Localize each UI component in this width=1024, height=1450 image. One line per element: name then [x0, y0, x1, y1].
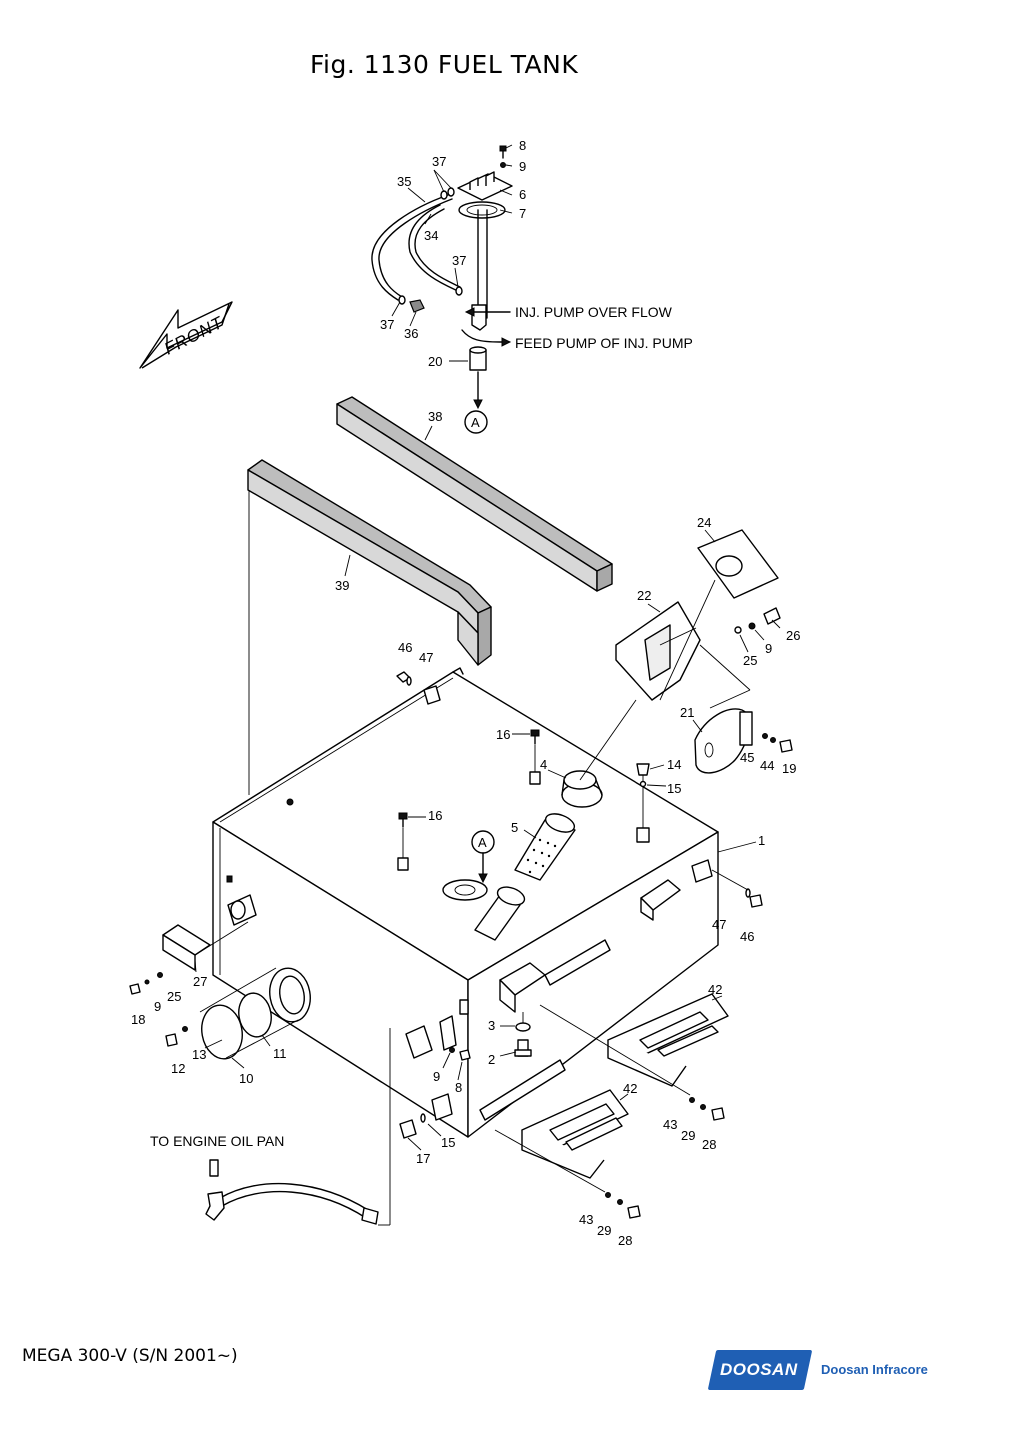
note-oil-pan: TO ENGINE OIL PAN — [150, 1133, 284, 1149]
callout-8: 8 — [455, 1080, 462, 1095]
callout-15: 15 — [667, 781, 681, 796]
callout-43: 43 — [579, 1212, 593, 1227]
callout-6: 6 — [519, 187, 526, 202]
callout-29: 29 — [597, 1223, 611, 1238]
callout-21: 21 — [680, 705, 694, 720]
step-bracket-upper — [499, 939, 729, 1121]
fuel-sender-unit — [457, 145, 513, 331]
callout-37: 37 — [452, 253, 466, 268]
callout-46: 46 — [740, 929, 754, 944]
oil-pan-hose — [205, 1028, 391, 1226]
callout-5: 5 — [511, 820, 518, 835]
callout-36: 36 — [404, 326, 418, 341]
callout-42: 42 — [708, 982, 722, 997]
callout-1: 1 — [758, 833, 765, 848]
callout-20: 20 — [428, 354, 442, 369]
side-drain-assembly — [399, 999, 471, 1139]
callout-44: 44 — [760, 758, 774, 773]
front-arrow-icon: FRONT — [139, 301, 233, 369]
callout-34: 34 — [424, 228, 438, 243]
callout-13: 13 — [192, 1047, 206, 1062]
detail-ref-a-tank: A — [478, 835, 487, 850]
callout-16: 16 — [428, 808, 442, 823]
callout-8: 8 — [519, 138, 526, 153]
callout-15: 15 — [441, 1135, 455, 1150]
callout-29: 29 — [681, 1128, 695, 1143]
callout-28: 28 — [618, 1233, 632, 1248]
callout-45: 45 — [740, 750, 754, 765]
pump-cover-assembly — [579, 529, 793, 781]
callout-27: 27 — [193, 974, 207, 989]
callout-9: 9 — [154, 999, 161, 1014]
callout-4: 4 — [540, 757, 547, 772]
callout-9: 9 — [519, 159, 526, 174]
callout-16: 16 — [496, 727, 510, 742]
fuel-hoses — [371, 187, 463, 313]
rubber-beam-38 — [336, 396, 613, 592]
callout-12: 12 — [171, 1061, 185, 1076]
figure-title: Fig. 1130 FUEL TANK — [310, 50, 579, 79]
doosan-logo: DOOSAN Doosan Infracore — [707, 1350, 928, 1400]
callout-7: 7 — [519, 206, 526, 221]
note-overflow: INJ. PUMP OVER FLOW — [515, 304, 673, 320]
callout-19: 19 — [782, 761, 796, 776]
top-drain-fitting — [396, 671, 441, 705]
callout-35: 35 — [397, 174, 411, 189]
rubber-beam-39 — [247, 459, 492, 666]
leader-lines — [194, 144, 781, 1151]
fuel-filter: A — [461, 307, 512, 434]
callout-2: 2 — [488, 1052, 495, 1067]
callout-46: 46 — [398, 640, 412, 655]
callout-labels: 8 9 37 35 6 7 34 37 37 36 20 38 24 39 22… — [131, 138, 800, 1248]
left-bracket-assembly — [129, 875, 257, 995]
callout-47: 47 — [419, 650, 433, 665]
tank-top-fittings: A — [397, 729, 650, 941]
callout-11: 11 — [273, 1046, 287, 1061]
note-feed-pump: FEED PUMP OF INJ. PUMP — [515, 335, 693, 351]
callout-39: 39 — [335, 578, 349, 593]
side-drain-fitting-right — [640, 859, 763, 921]
callout-18: 18 — [131, 1012, 145, 1027]
callout-37: 37 — [432, 154, 446, 169]
company-name: Doosan Infracore — [821, 1362, 928, 1377]
callout-42: 42 — [623, 1081, 637, 1096]
callout-25: 25 — [167, 989, 181, 1004]
callout-9: 9 — [433, 1069, 440, 1084]
callout-9: 9 — [765, 641, 772, 656]
callout-10: 10 — [239, 1071, 253, 1086]
callout-17: 17 — [416, 1151, 430, 1166]
model-label: MEGA 300-V (S/N 2001~) — [22, 1346, 238, 1366]
callout-38: 38 — [428, 409, 442, 424]
detail-ref-a-top: A — [471, 415, 480, 430]
callout-24: 24 — [697, 515, 711, 530]
step-bracket-lower — [479, 1059, 641, 1219]
inspection-cover — [165, 967, 311, 1060]
callout-28: 28 — [702, 1137, 716, 1152]
callout-43: 43 — [663, 1117, 677, 1132]
doosan-brand-text: DOOSAN — [720, 1360, 798, 1379]
callout-37: 37 — [380, 317, 394, 332]
callout-3: 3 — [488, 1018, 495, 1033]
callout-22: 22 — [637, 588, 651, 603]
callout-26: 26 — [786, 628, 800, 643]
callout-14: 14 — [667, 757, 681, 772]
callout-47: 47 — [712, 917, 726, 932]
callout-25: 25 — [743, 653, 757, 668]
